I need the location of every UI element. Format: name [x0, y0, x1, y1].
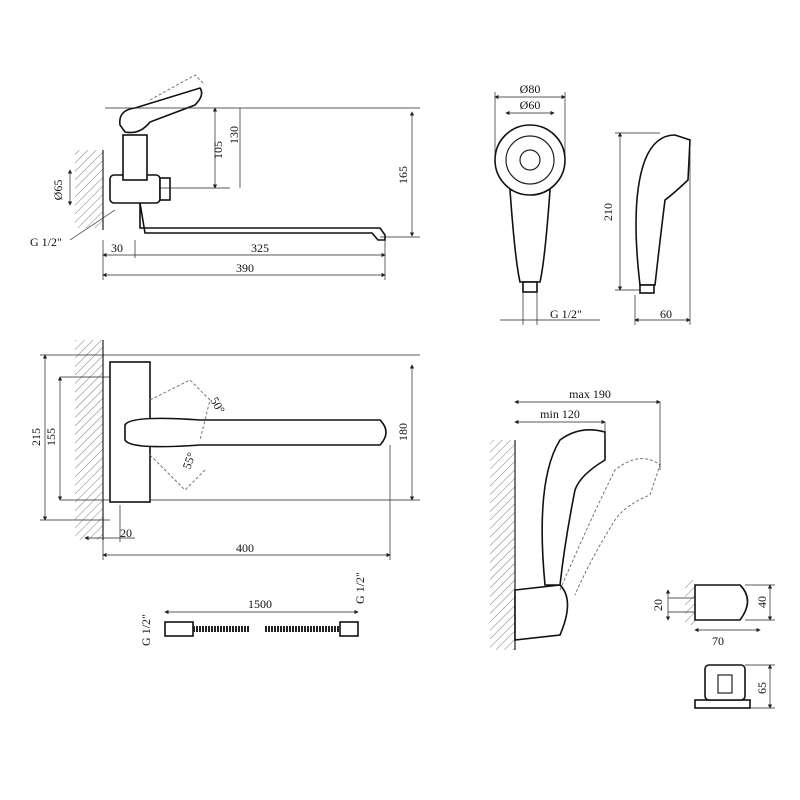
shower-holder-view: max 190 min 120 — [490, 387, 661, 650]
faucet-side-view: Ø65 G 1/2" 30 325 390 105 130 165 — [30, 74, 420, 280]
dim-hose-thread-right: G 1/2" — [353, 572, 367, 604]
spout — [139, 202, 386, 241]
dim-thread-shower: G 1/2" — [550, 307, 582, 321]
shower-head-side: 210 60 — [601, 132, 691, 325]
dim-thread: G 1/2" — [30, 235, 62, 249]
dim-390: 390 — [236, 261, 254, 275]
dim-165: 165 — [396, 166, 410, 184]
dim-d80: Ø80 — [520, 82, 541, 96]
angle-55: 55° — [180, 450, 199, 471]
dim-20: 20 — [120, 526, 132, 540]
holder-bracket: 20 40 70 65 — [651, 580, 775, 709]
shower-hose: G 1/2" 1500 G 1/2" — [139, 572, 367, 646]
shower-head-front: Ø80 Ø60 G 1/2" — [494, 82, 600, 325]
dim-30: 30 — [111, 241, 123, 255]
dim-bracket-70: 70 — [712, 634, 724, 648]
angle-50: 50° — [207, 395, 228, 417]
dim-130: 130 — [227, 126, 241, 144]
dim-155: 155 — [44, 428, 58, 446]
dim-105: 105 — [211, 141, 225, 159]
dim-max-190: max 190 — [569, 387, 611, 401]
dim-210: 210 — [601, 203, 615, 221]
dim-hose-thread-left: G 1/2" — [139, 614, 153, 646]
dim-180: 180 — [396, 423, 410, 441]
dim-325: 325 — [251, 241, 269, 255]
dim-215: 215 — [29, 428, 43, 446]
lever-handle — [118, 87, 203, 134]
dim-min-120: min 120 — [540, 407, 580, 421]
dim-plate-65: 65 — [755, 682, 769, 694]
wall-hatch — [75, 150, 103, 228]
dim-400: 400 — [236, 541, 254, 555]
dim-bracket-20: 20 — [651, 599, 665, 611]
dim-1500: 1500 — [248, 597, 272, 611]
dim-d60: Ø60 — [520, 98, 541, 112]
dim-bracket-40: 40 — [755, 596, 769, 608]
spout-top — [124, 417, 387, 448]
faucet-top-view: 215 155 50° 55° 180 20 400 — [29, 340, 420, 560]
dim-d65: Ø65 — [51, 180, 65, 201]
dim-60: 60 — [660, 307, 672, 321]
